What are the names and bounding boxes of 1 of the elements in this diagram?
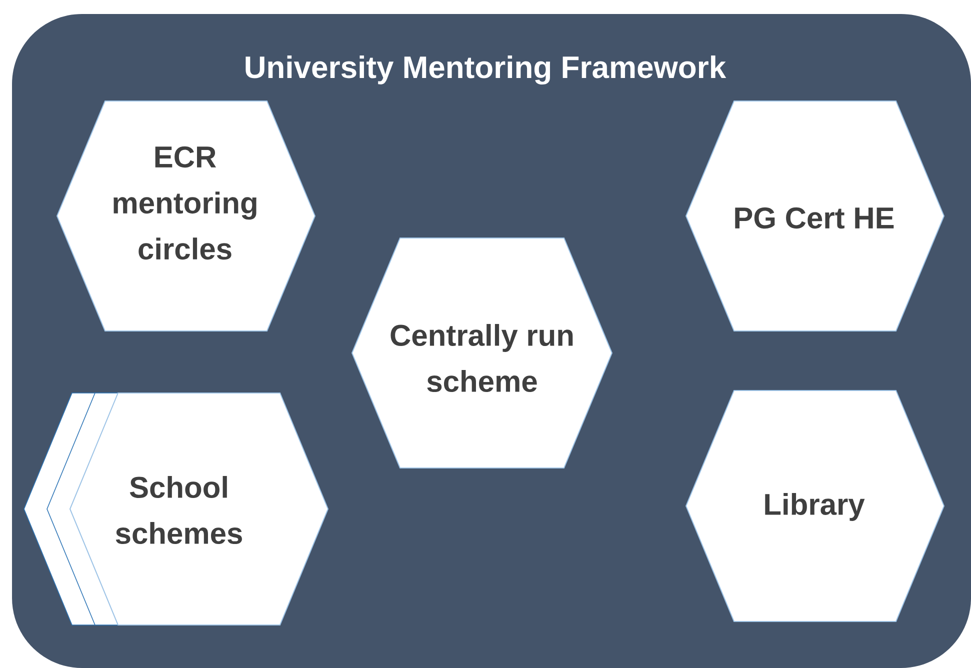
stacked-hexagon: School schemes	[24, 392, 329, 626]
